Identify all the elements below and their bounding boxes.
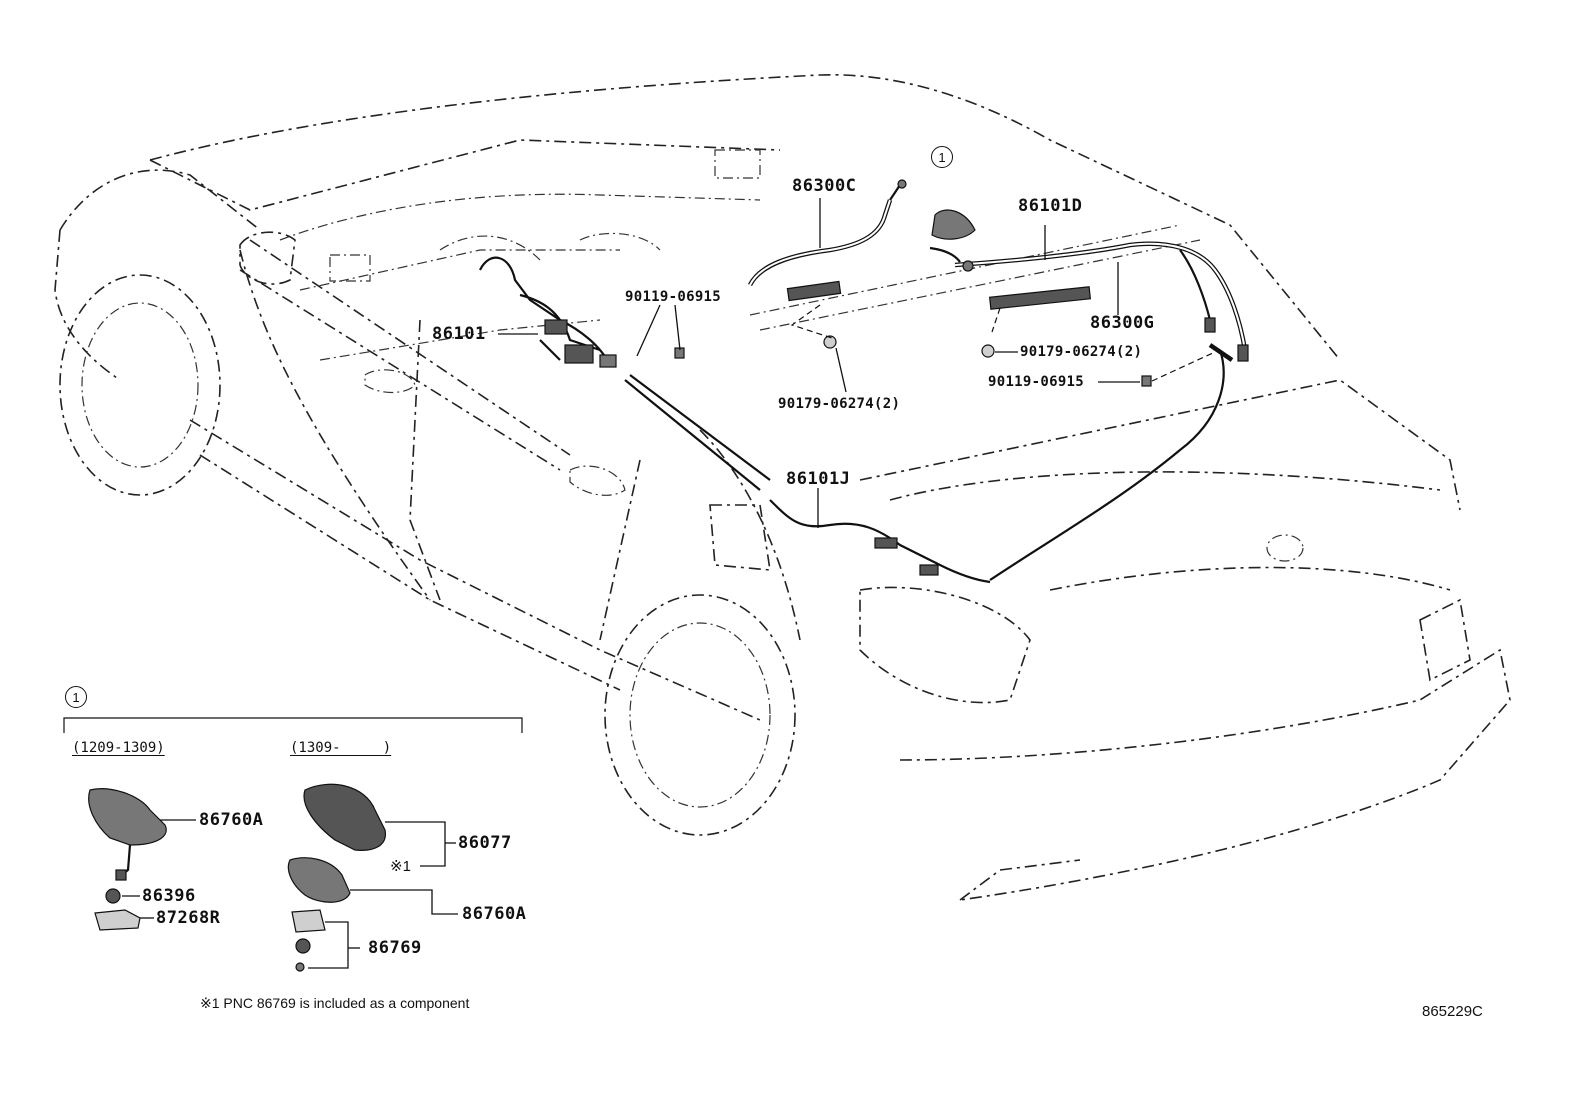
label-86300G: 86300G [1090, 313, 1155, 333]
inset-right-parts [287, 783, 458, 972]
car-body-outline [54, 73, 1511, 901]
inset-range-left: (1209-1309) [72, 740, 165, 756]
label-86396: 86396 [142, 886, 196, 906]
label-90119-06915-right: 90119-06915 [988, 374, 1085, 390]
label-90179-06274-center: 90179-06274(2) [778, 396, 901, 412]
roof-antenna [929, 209, 976, 263]
leader-lines [498, 198, 1140, 528]
wiring-harnesses [479, 179, 1249, 584]
inset-range-right: (1309- ) [290, 740, 392, 756]
label-86769: 86769 [368, 938, 422, 958]
fasteners [674, 304, 1216, 387]
label-86101: 86101 [432, 324, 486, 344]
label-86077: 86077 [458, 833, 512, 853]
inset-left-parts [88, 788, 196, 931]
label-86760A-left: 86760A [199, 810, 264, 830]
footnote: ※1 PNC 86769 is included as a component [200, 995, 470, 1011]
inset-frame [63, 717, 523, 733]
diagram-code: 865229C [1422, 1003, 1483, 1020]
ref-mark-1: ※1 [390, 858, 411, 875]
inset-marker-1: 1 [65, 686, 87, 708]
label-90119-06915-left: 90119-06915 [625, 289, 722, 305]
label-86760A-right: 86760A [462, 904, 527, 924]
label-86101J: 86101J [786, 469, 851, 489]
label-86101D: 86101D [1018, 196, 1083, 216]
label-90179-06274-right: 90179-06274(2) [1020, 344, 1143, 360]
label-87268R: 87268R [156, 908, 221, 928]
callout-marker-1: 1 [931, 146, 953, 168]
label-86300C: 86300C [792, 176, 857, 196]
